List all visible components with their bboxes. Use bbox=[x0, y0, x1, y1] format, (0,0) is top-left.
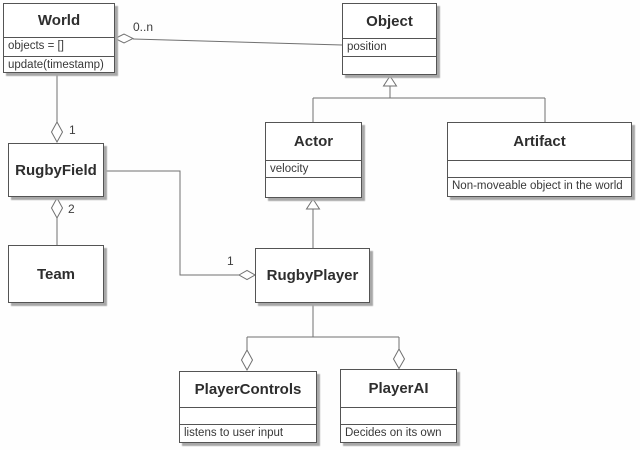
class-actor[interactable]: Actor velocity bbox=[265, 122, 362, 198]
empty-compartment bbox=[343, 56, 436, 74]
class-title: RugbyField bbox=[15, 161, 97, 179]
multiplicity-label: 1 bbox=[227, 254, 234, 268]
class-note: listens to user input bbox=[180, 424, 316, 442]
aggregation-rugbyplayer-children bbox=[240, 303, 406, 372]
aggregation-world-rugbyfield bbox=[50, 74, 64, 144]
class-title: PlayerControls bbox=[194, 381, 302, 398]
empty-compartment bbox=[266, 177, 361, 197]
class-title: Artifact bbox=[513, 133, 566, 150]
aggregation-diamond-icon bbox=[240, 348, 254, 372]
class-team[interactable]: Team bbox=[8, 245, 104, 303]
class-rugbyplayer[interactable]: RugbyPlayer bbox=[255, 248, 370, 303]
class-world[interactable]: World objects = [] update(timestamp) bbox=[3, 3, 115, 73]
class-rugbyfield[interactable]: RugbyField bbox=[8, 143, 104, 197]
aggregation-diamond-icon bbox=[237, 269, 257, 281]
multiplicity-label: 0..n bbox=[133, 20, 154, 34]
empty-compartment bbox=[341, 407, 456, 424]
aggregation-diamond-icon bbox=[50, 120, 64, 144]
aggregation-world-object bbox=[113, 33, 343, 46]
class-attribute: objects = [] bbox=[4, 37, 114, 56]
class-object[interactable]: Object position bbox=[342, 3, 437, 75]
aggregation-rugbyfield-rugbyplayer bbox=[104, 170, 257, 281]
class-note: Non-moveable object in the world bbox=[448, 177, 631, 196]
multiplicity-label: 1 bbox=[69, 123, 76, 137]
inheritance-triangle-icon bbox=[382, 75, 398, 87]
class-title: Object bbox=[366, 12, 413, 30]
class-attribute: position bbox=[343, 38, 436, 56]
aggregation-diamond-icon bbox=[392, 347, 406, 370]
multiplicity-label: 2 bbox=[68, 202, 75, 216]
inheritance-object-subclasses bbox=[312, 75, 546, 122]
aggregation-diamond-icon bbox=[50, 196, 64, 220]
class-playercontrols[interactable]: PlayerControls listens to user input bbox=[179, 371, 317, 443]
class-title: Actor bbox=[293, 133, 334, 150]
aggregation-rugbyfield-team bbox=[50, 196, 64, 245]
class-title: RugbyPlayer bbox=[266, 267, 359, 284]
class-attribute: velocity bbox=[266, 160, 361, 177]
empty-compartment bbox=[448, 160, 631, 177]
class-title: Team bbox=[36, 265, 76, 283]
empty-compartment bbox=[180, 407, 316, 424]
class-note: Decides on its own bbox=[341, 424, 456, 442]
class-title: PlayerAI bbox=[368, 380, 429, 397]
inheritance-actor-rugbyplayer bbox=[305, 198, 321, 248]
class-method: update(timestamp) bbox=[4, 56, 114, 72]
aggregation-diamond-icon bbox=[113, 33, 135, 44]
inheritance-triangle-icon bbox=[305, 198, 321, 210]
class-artifact[interactable]: Artifact Non-moveable object in the worl… bbox=[447, 122, 632, 197]
class-playerai[interactable]: PlayerAI Decides on its own bbox=[340, 369, 457, 443]
class-title: World bbox=[37, 12, 81, 29]
